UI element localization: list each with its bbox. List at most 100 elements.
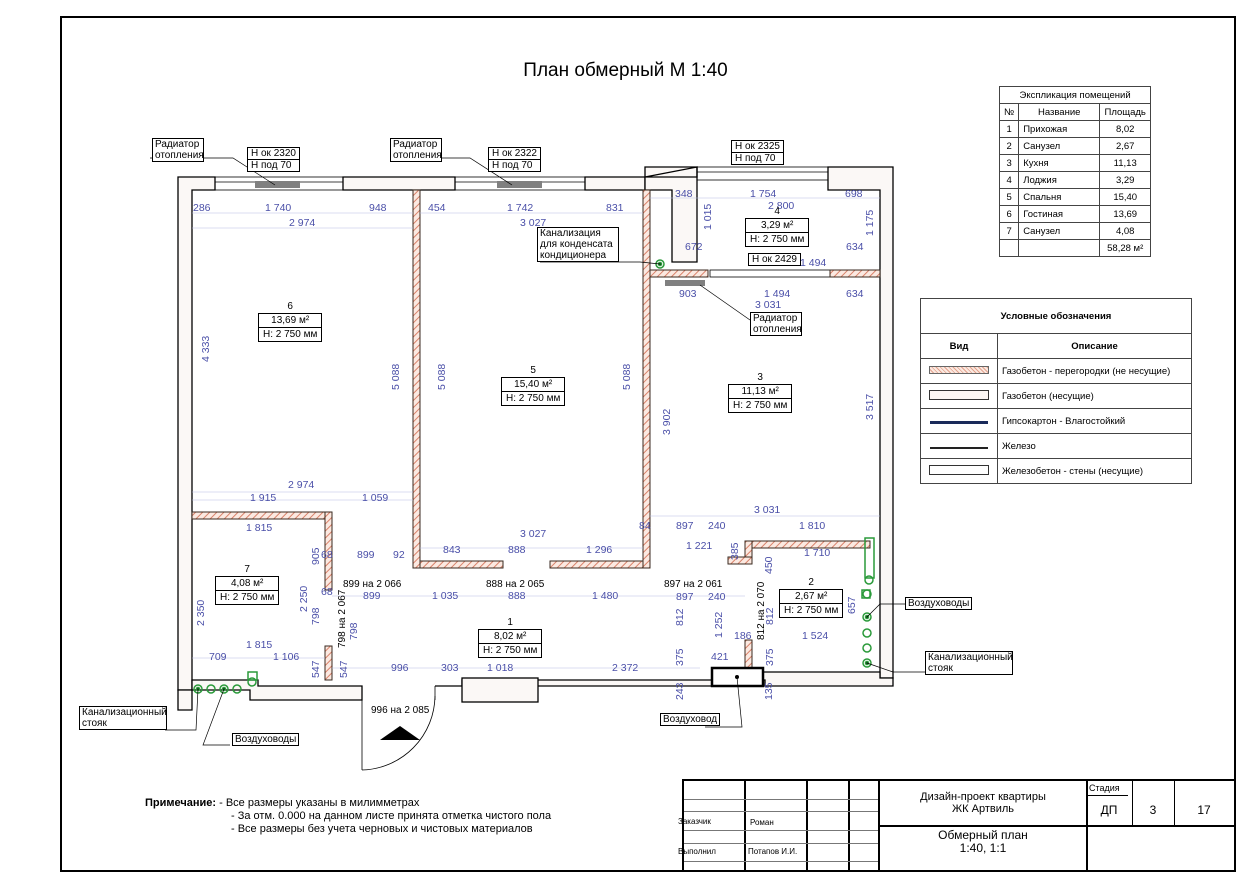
col-header-area: Площадь [1099, 103, 1152, 121]
window-base-height: Н под 70 [732, 152, 783, 164]
legend-item: Газобетон (несущие) [920, 383, 1192, 409]
dim-text: 3 027 [520, 528, 546, 540]
dim-text: 92 [393, 549, 405, 561]
room-number: 4 [774, 206, 780, 217]
room-area: 8,02 м² [493, 631, 527, 642]
dim-text: 1 221 [686, 540, 712, 552]
dim-text: 1 815 [246, 522, 272, 534]
title-block: Заказчик Роман Выполнил Потапов И.И. Диз… [678, 779, 1234, 871]
dim-text: 240 [708, 591, 726, 603]
explication-title: Экспликация помещений [998, 86, 1152, 104]
bearing-walls [177, 166, 894, 711]
row-number: 4 [998, 171, 1020, 189]
legend-item: Газобетон - перегородки (не несущие) [920, 358, 1192, 384]
row-name: Гостиная [1018, 205, 1101, 223]
row-number: 1 [998, 120, 1020, 138]
project-name: Дизайн-проект квартиры ЖК Артвиль [880, 791, 1086, 815]
row-area: 3,29 [1099, 171, 1152, 189]
dim-text: 1 106 [273, 651, 299, 663]
room-area: 4,08 м² [230, 578, 264, 589]
room-height: H: 2 750 мм [216, 590, 279, 604]
room-height: H: 2 750 мм [780, 603, 843, 617]
window-height-box: Н ок 2320 Н под 70 [247, 147, 300, 172]
room-height: H: 2 750 мм [259, 327, 322, 341]
window-base-height: Н под 70 [489, 159, 540, 171]
dim-text: 996 [391, 662, 409, 674]
entry-arrow-icon [380, 726, 420, 740]
legend-item: Гипсокартон - Влагостойкий [920, 408, 1192, 434]
note-line: - Все размеры без учета черновых и чисто… [231, 823, 533, 835]
dim-text: 899 [357, 549, 375, 561]
risers [193, 259, 875, 694]
dim-text: 2 250 [298, 586, 310, 612]
row-area: 2,67 [1099, 137, 1152, 155]
dim-text: 2 974 [289, 217, 315, 229]
room-number: 6 [287, 301, 293, 312]
loggia-window-height: Н ок 2429 [752, 254, 797, 265]
row-name: Санузел [1018, 222, 1101, 240]
legend-desc: Железо [997, 433, 1192, 459]
room-number: 3 [757, 372, 763, 383]
dim-text: 385 [729, 542, 741, 560]
dim-text: 1 524 [802, 630, 828, 642]
dim-text: 1 710 [804, 547, 830, 559]
notes-label: Примечание: [145, 797, 217, 809]
callout-radiator-3: Радиатор отопления [750, 312, 802, 336]
dim-text: 135 [763, 682, 775, 700]
row-area: 8,02 [1099, 120, 1152, 138]
sheet-number: 3 [1149, 803, 1157, 817]
dim-text: 888 [508, 590, 526, 602]
room-area: 3,29 м² [760, 220, 794, 231]
dim-text: 634 [846, 288, 864, 300]
dim-text: 2 372 [612, 662, 638, 674]
callout-riser-right: Канализационный стояк [925, 651, 1013, 675]
row-number: 3 [998, 154, 1020, 172]
dim-text: 1 252 [713, 612, 725, 638]
entry-door [361, 686, 436, 771]
row-area: 11,13 [1099, 154, 1152, 172]
dim-text: 948 [369, 202, 387, 214]
note-line: - За отм. 0.000 на данном листе принята … [231, 810, 552, 822]
row-number: 7 [998, 222, 1020, 240]
dim-text: 905 [310, 547, 322, 565]
room-area: 11,13 м² [741, 386, 779, 397]
partition-living-bedroom [412, 189, 421, 569]
table-total-row: 58,28 м² [998, 239, 1152, 257]
drawing-frame [60, 16, 1236, 872]
room-area: 13,69 м² [271, 315, 310, 326]
row-area: 15,40 [1099, 188, 1152, 206]
dim-text: 3 027 [520, 217, 546, 229]
dim-text: 421 [711, 651, 729, 663]
dim-text: 698 [845, 188, 863, 200]
drywall-icon [930, 420, 988, 424]
legend-col-view: Вид [920, 333, 998, 359]
stage-label: Стадия [1089, 783, 1120, 793]
col-header-name: Название [1018, 103, 1101, 121]
dim-text: 348 [675, 188, 693, 200]
dim-text: 240 [708, 520, 726, 532]
room-number: 5 [530, 365, 536, 376]
dim-text: 2 800 [768, 200, 794, 212]
drawing-name: Обмерный план 1:40, 1:1 [880, 829, 1086, 855]
dim-text: 1 915 [250, 492, 276, 504]
dim-text: 68 [321, 549, 333, 561]
row-area: 4,08 [1099, 222, 1152, 240]
dim-text: 897 [676, 591, 694, 603]
dim-text: 1 015 [702, 204, 714, 230]
dim-text: 634 [846, 241, 864, 253]
total-area: 58,28 м² [1099, 239, 1152, 257]
window-height-box: Н ок 2322 Н под 70 [488, 147, 541, 172]
dim-text: 897 [676, 520, 694, 532]
callout-radiator-1: Радиатор отопления [152, 138, 204, 162]
dim-text: 1 018 [487, 662, 513, 674]
entry-block [461, 677, 539, 703]
dim-text: 450 [763, 556, 775, 574]
loggia-window-box: Н ок 2429 [748, 253, 801, 266]
room-number: 1 [507, 617, 513, 628]
dim-text: 5 088 [621, 364, 633, 390]
